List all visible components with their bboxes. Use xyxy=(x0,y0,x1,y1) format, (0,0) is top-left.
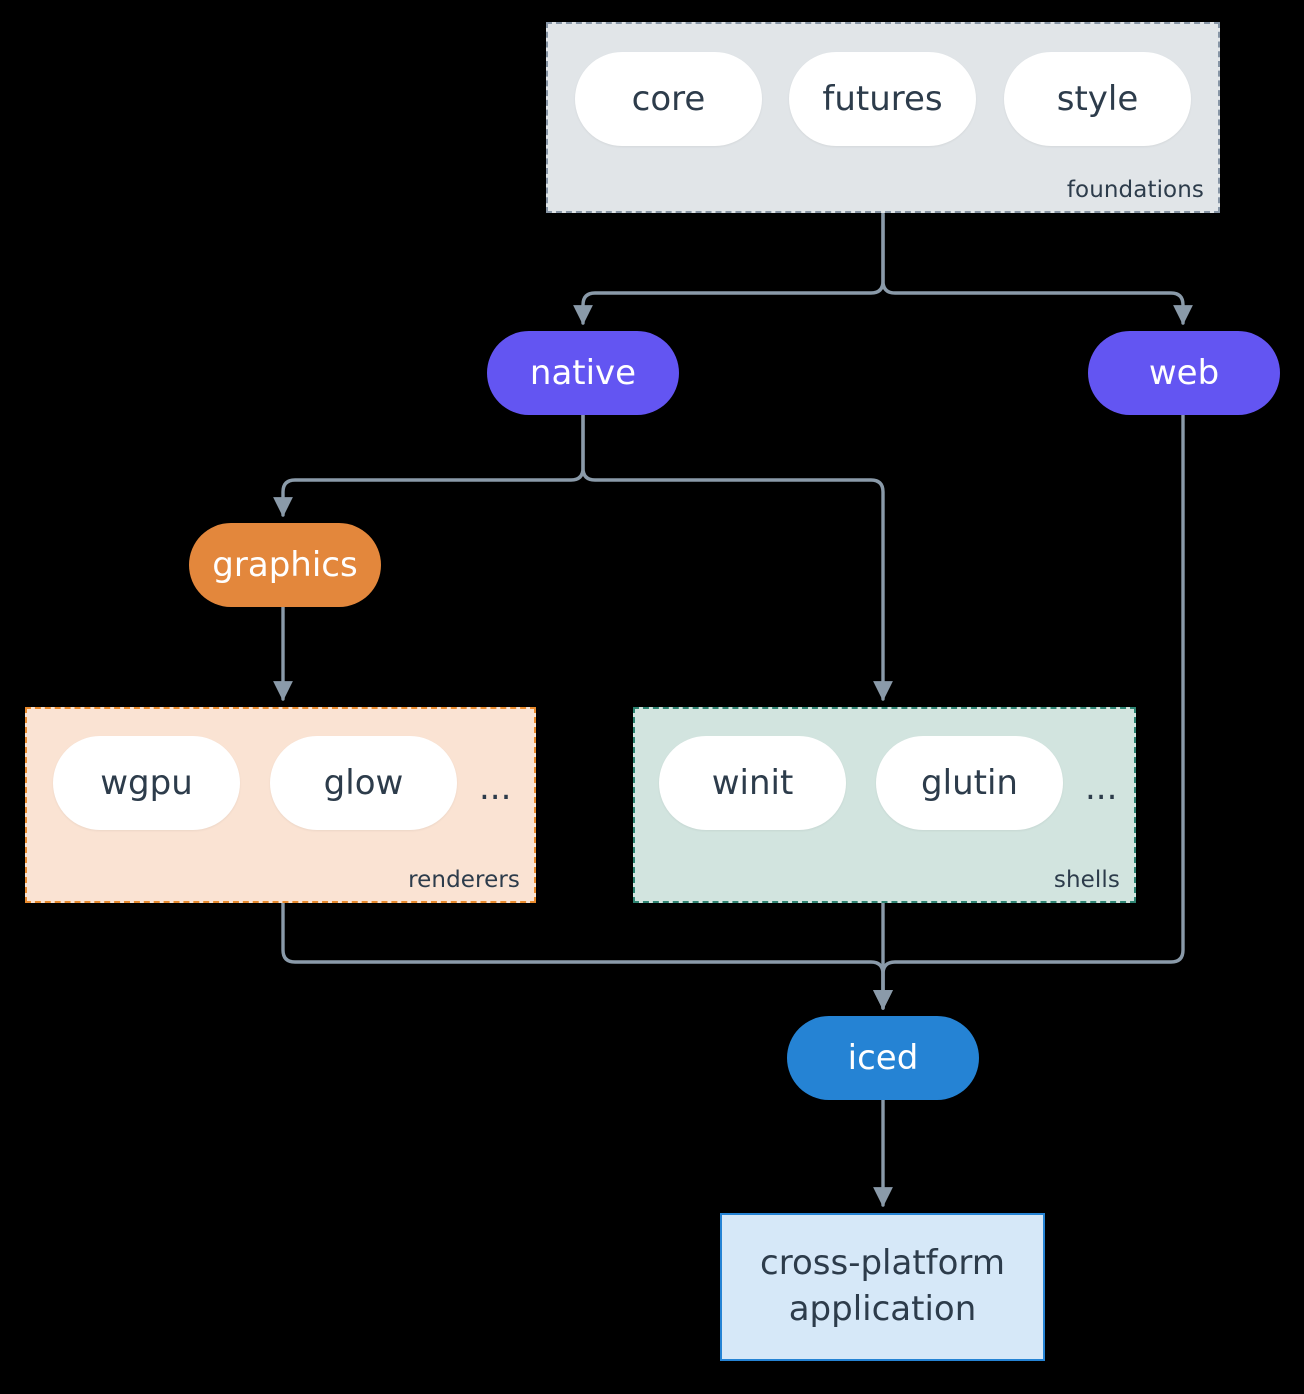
chip-glow-label: glow xyxy=(323,763,404,803)
chip-style-label: style xyxy=(1056,79,1139,119)
node-app-label-line1: cross-platform xyxy=(760,1243,1005,1284)
node-app-label-line2: application xyxy=(788,1289,977,1329)
node-graphics[interactable]: graphics xyxy=(189,523,381,607)
chip-winit[interactable]: winit xyxy=(659,736,846,830)
chip-futures-label: futures xyxy=(822,79,943,119)
node-native-label: native xyxy=(529,353,637,393)
edge-renderers-iced xyxy=(281,901,893,1010)
node-web[interactable]: web xyxy=(1088,331,1280,415)
renderers-overflow-ellipsis: ... xyxy=(479,768,512,808)
chip-core[interactable]: core xyxy=(575,52,762,146)
node-iced[interactable]: iced xyxy=(787,1016,979,1100)
cluster-shells: winit glutin ... shells xyxy=(633,707,1136,903)
cluster-shells-label: shells xyxy=(1053,867,1120,893)
shells-overflow-ellipsis: ... xyxy=(1085,768,1118,808)
chip-glow[interactable]: glow xyxy=(270,736,457,830)
edge-foundations-native xyxy=(573,212,885,325)
chip-core-label: core xyxy=(631,79,706,119)
node-iced-label: iced xyxy=(847,1038,919,1078)
chip-glutin[interactable]: glutin xyxy=(876,736,1063,830)
cluster-renderers-label: renderers xyxy=(408,867,520,893)
chip-wgpu[interactable]: wgpu xyxy=(53,736,240,830)
cluster-foundations-label: foundations xyxy=(1066,177,1204,203)
chip-futures[interactable]: futures xyxy=(789,52,976,146)
edge-native-graphics xyxy=(273,413,585,517)
edge-foundations-web xyxy=(881,212,1193,325)
node-web-label: web xyxy=(1148,353,1220,393)
cluster-foundations: core futures style foundations xyxy=(546,22,1220,213)
chip-glutin-label: glutin xyxy=(921,763,1018,803)
cluster-renderers: wgpu glow ... renderers xyxy=(25,707,536,903)
node-native[interactable]: native xyxy=(487,331,679,415)
node-cross-platform-application[interactable]: cross-platform application xyxy=(720,1213,1045,1361)
chip-wgpu-label: wgpu xyxy=(100,763,193,803)
node-graphics-label: graphics xyxy=(212,545,358,585)
chip-style[interactable]: style xyxy=(1004,52,1191,146)
edge-native-shells xyxy=(581,413,893,701)
chip-winit-label: winit xyxy=(711,763,794,803)
